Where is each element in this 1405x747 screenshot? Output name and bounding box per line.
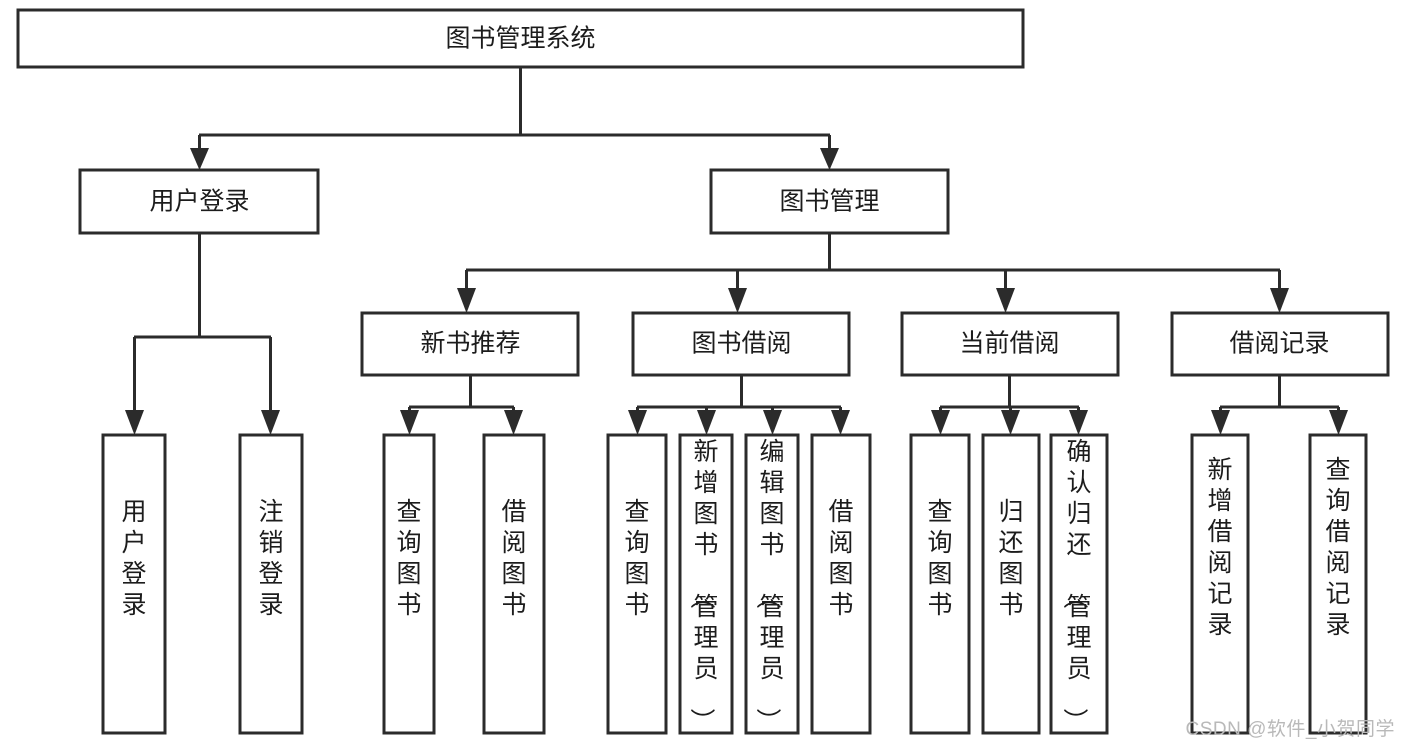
arrow-leaf-add-record [1211,410,1230,435]
node-leaf-edit-book[interactable]: 编辑图书（管理员） [744,433,800,735]
node-book-borrow[interactable]: 图书借阅 [631,311,851,377]
arrow-book-manage [820,148,839,170]
arrow-leaf-user-logout [261,410,280,435]
arrow-leaf-user-login [125,410,144,435]
arrow-leaf-confirm-return [1069,410,1088,435]
arrow-leaf-edit-book [763,410,782,435]
node-leaf-add-record-label: 新增借阅记录 [1207,456,1232,639]
edge-layer [125,67,1348,435]
node-leaf-confirm-return[interactable]: 确认归还（管理员） [1049,433,1109,735]
node-leaf-user-logout[interactable]: 注销登录 [238,433,304,735]
node-leaf-user-logout-label: 注销登录 [258,498,283,619]
node-leaf-user-login[interactable]: 用户登录 [101,433,167,735]
node-leaf-return-book[interactable]: 归还图书 [981,433,1041,735]
arrow-user-login [190,148,209,170]
node-leaf-query-book-3-label: 查询图书 [927,498,952,619]
node-leaf-query-book-1[interactable]: 查询图书 [382,433,436,735]
node-borrow-record[interactable]: 借阅记录 [1170,311,1390,377]
node-leaf-query-book-2[interactable]: 查询图书 [606,433,668,735]
node-current-borrow-label: 当前借阅 [959,330,1059,358]
arrow-leaf-borrow-book-2 [831,410,850,435]
node-leaf-borrow-book-2[interactable]: 借阅图书 [810,433,872,735]
node-user-login[interactable]: 用户登录 [78,168,320,235]
arrow-new-book-rec [457,288,476,313]
node-leaf-borrow-book-2-label: 借阅图书 [828,498,853,619]
node-leaf-confirm-return-label: 确认归还（管理员） [1060,438,1091,733]
arrow-leaf-return-book [1001,410,1020,435]
node-leaf-query-record[interactable]: 查询借阅记录 [1308,433,1368,735]
node-leaf-query-book-3[interactable]: 查询图书 [909,433,971,735]
node-leaf-add-book[interactable]: 新增图书（管理员） [678,433,734,735]
arrow-leaf-query-book-3 [931,410,950,435]
node-book-manage-label: 图书管理 [779,188,879,216]
node-leaf-borrow-book-1[interactable]: 借阅图书 [482,433,546,735]
node-leaf-return-book-label: 归还图书 [998,498,1023,619]
node-book-borrow-label: 图书借阅 [691,330,791,358]
arrow-borrow-record [1270,288,1289,313]
node-leaf-borrow-book-1-label: 借阅图书 [501,498,526,619]
arrow-book-borrow [728,288,747,313]
csdn-watermark: CSDN @软件_小贺同学 [1185,719,1395,740]
node-leaf-add-book-label: 新增图书（管理员） [687,438,718,733]
node-leaf-add-record[interactable]: 新增借阅记录 [1190,433,1250,735]
node-new-book-rec[interactable]: 新书推荐 [360,311,580,377]
arrow-leaf-query-book-2 [628,410,647,435]
node-root-label: 图书管理系统 [445,25,595,53]
arrow-leaf-borrow-book-1 [504,410,523,435]
node-root[interactable]: 图书管理系统 [16,8,1025,69]
node-borrow-record-label: 借阅记录 [1229,330,1329,358]
node-layer: 图书管理系统 用户登录 图书管理 新书推荐 图书借阅 当前 [16,8,1390,735]
arrow-current-borrow [996,288,1015,313]
arrow-leaf-add-book [697,410,716,435]
node-book-manage[interactable]: 图书管理 [709,168,950,235]
node-leaf-query-record-label: 查询借阅记录 [1325,456,1350,639]
arrow-leaf-query-book-1 [400,410,419,435]
node-leaf-query-book-1-label: 查询图书 [396,498,421,619]
node-user-login-label: 用户登录 [149,188,249,216]
node-new-book-rec-label: 新书推荐 [420,330,520,358]
node-current-borrow[interactable]: 当前借阅 [900,311,1120,377]
node-leaf-edit-book-label: 编辑图书（管理员） [753,438,784,733]
node-leaf-query-book-2-label: 查询图书 [624,498,649,619]
node-leaf-user-login-label: 用户登录 [121,498,146,619]
arrow-leaf-query-record [1329,410,1348,435]
